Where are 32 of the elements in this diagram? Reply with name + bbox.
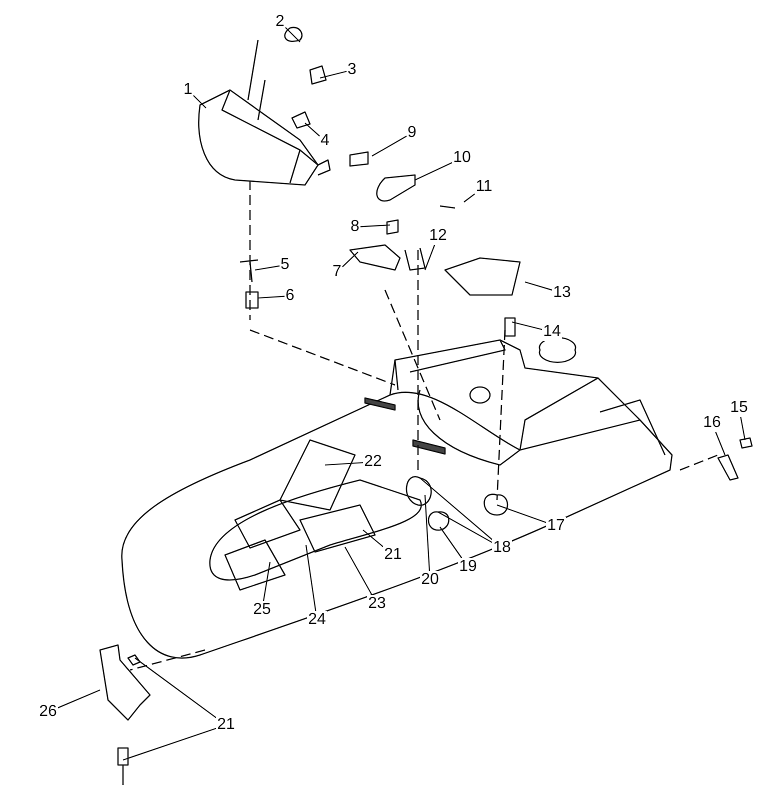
leader-line — [414, 162, 452, 180]
leader-line — [438, 512, 492, 543]
leader-line — [122, 728, 216, 761]
leader-line — [304, 122, 320, 136]
leader-line — [342, 252, 358, 268]
leader-line — [262, 562, 271, 602]
callout-number: 15 — [729, 399, 749, 417]
leader-line — [440, 526, 462, 558]
callout-number: 16 — [702, 414, 722, 432]
leader-line — [496, 504, 546, 523]
leader-line — [512, 321, 542, 330]
leader-line — [362, 530, 384, 548]
leader-line — [193, 95, 206, 108]
leader-line — [420, 478, 492, 540]
leader-line — [372, 136, 407, 156]
leader-line — [360, 224, 390, 228]
leader-line — [254, 265, 280, 271]
callout-number: 12 — [428, 227, 448, 245]
callout-number: 14 — [542, 323, 562, 341]
leader-line — [464, 194, 476, 202]
leader-line — [305, 544, 316, 612]
leader-line — [258, 296, 285, 299]
leader-line — [58, 690, 100, 708]
leader-line — [134, 658, 216, 718]
leader-line — [715, 432, 726, 456]
leader-line — [285, 27, 300, 42]
leader-line — [424, 244, 436, 270]
leader-line — [424, 494, 430, 572]
leader-line — [524, 281, 552, 291]
leader-line — [740, 416, 746, 440]
leader-line — [344, 546, 372, 596]
leader-line — [320, 70, 347, 79]
